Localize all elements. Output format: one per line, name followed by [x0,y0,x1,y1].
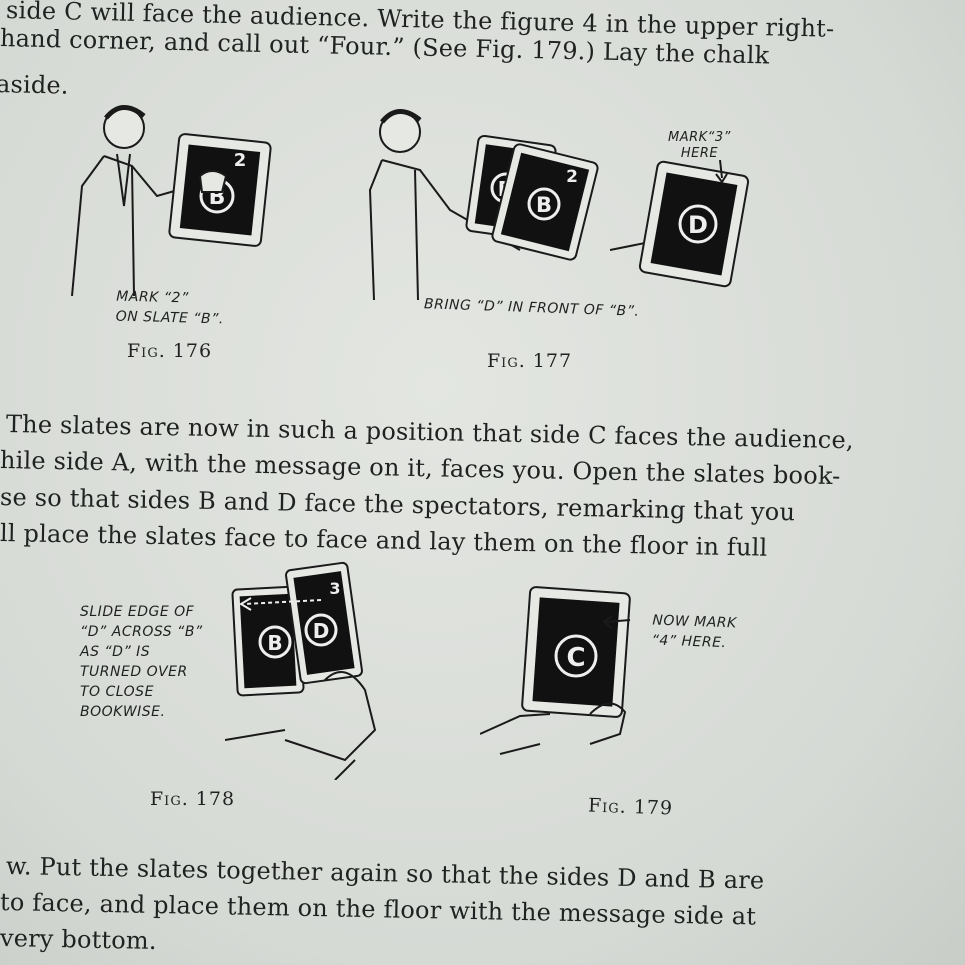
slate-c: C [521,586,631,718]
svg-text:B: B [536,193,552,217]
text-line: aside. [0,70,70,100]
figure-177-illustration: D B 2 [368,109,599,300]
fig176-note: MARK “2” ON SLATE “B”. [115,288,225,328]
figure-176-illustration: B 2 [71,105,272,296]
fig177-marked-slate: D [610,160,750,288]
text-line: to face, and place them on the floor wit… [0,888,757,931]
text-line: se so that sides B and D face the specta… [0,483,796,527]
svg-text:2: 2 [566,167,578,187]
text-line: ll place the slates face to face and lay… [0,519,768,562]
svg-text:C: C [566,643,585,673]
figure-179-illustration: C [480,586,631,755]
fig177-note: BRING “D” IN FRONT OF “B”. [423,296,640,320]
fig177-mark-note: MARK“3” HERE [668,130,731,161]
svg-text:B: B [267,631,282,655]
svg-text:2: 2 [234,150,247,171]
slate-b-open: B [231,585,305,697]
slate-d-open: D 3 [285,561,363,685]
svg-text:D: D [688,211,708,239]
slate-b-front: B 2 [491,143,599,261]
fig178-caption: Fig. 178 [150,788,236,810]
fig179-note: NOW MARK “4” HERE. [651,612,737,652]
fig179-caption: Fig. 179 [587,794,674,820]
svg-text:D: D [313,619,330,643]
text-line: hile side A, with the message on it, fac… [0,446,841,491]
fig176-caption: Fig. 176 [127,340,213,362]
text-line: w. Put the slates together again so that… [5,852,765,895]
text-line: very bottom. [0,924,158,956]
fig177-caption: Fig. 177 [487,350,573,372]
figure-178-illustration: B D 3 [225,561,377,780]
fig178-note: SLIDE EDGE OF “D” ACROSS “B” AS “D” IS T… [80,604,203,720]
svg-text:3: 3 [329,579,340,598]
